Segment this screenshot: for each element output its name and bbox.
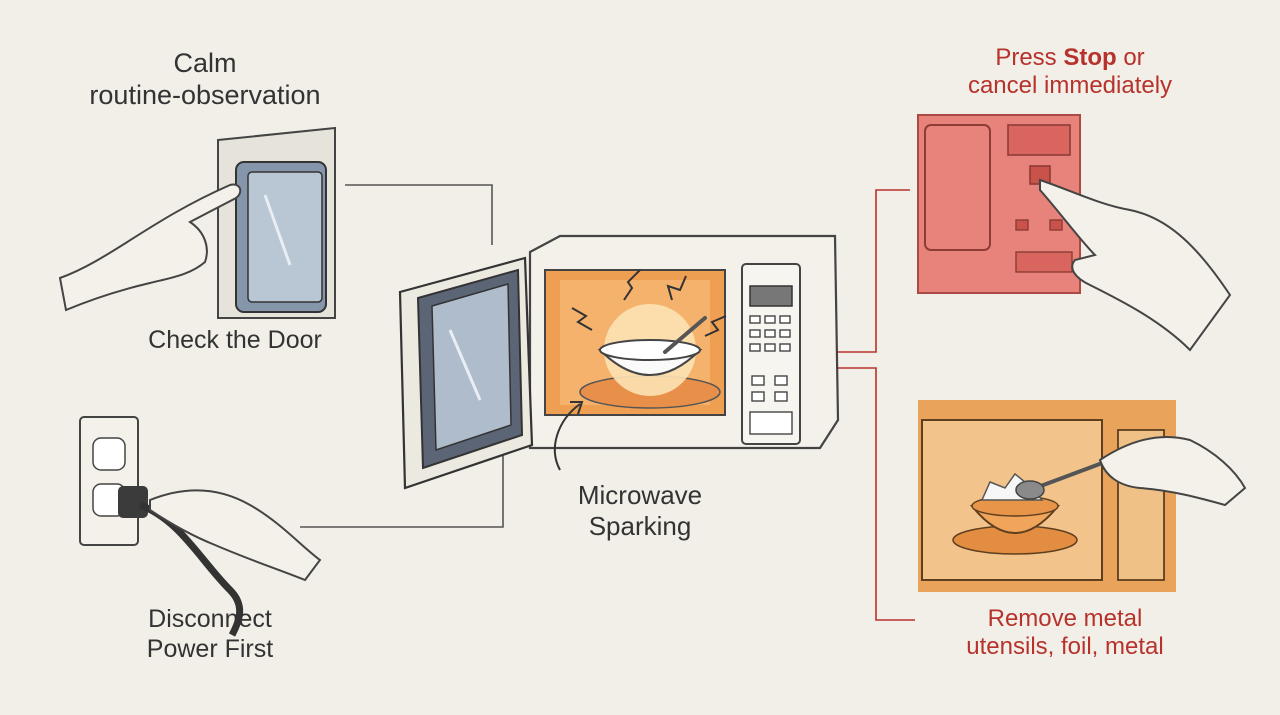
stop-suffix: or xyxy=(1116,44,1145,71)
outlet-plate xyxy=(79,416,139,546)
microwave-sparking-label: Microwave Sparking xyxy=(540,480,740,541)
stop-illustration xyxy=(917,114,1232,352)
calm-line-1: Calm xyxy=(173,48,237,78)
metal-line-1: Remove metal xyxy=(987,605,1143,632)
micro-line-2: Sparking xyxy=(588,510,692,541)
hand-icon-3 xyxy=(1098,436,1247,507)
hand-icon xyxy=(58,183,242,312)
disconnect-power-label: Disconnect Power First xyxy=(110,605,310,664)
calm-observation-label: Calm routine-observation xyxy=(60,48,350,112)
display-screen xyxy=(749,285,793,307)
spoon xyxy=(663,316,707,354)
press-stop-label: Press Stop or cancel immediately xyxy=(920,44,1220,101)
door-check-illustration xyxy=(58,126,336,319)
remove-metal-label: Remove metal utensils, foil, metal xyxy=(915,605,1215,662)
stop-line-2: cancel immediately xyxy=(967,72,1173,100)
spark-icon xyxy=(571,269,727,337)
keypad xyxy=(749,315,793,435)
stop-strong: Stop xyxy=(1063,44,1117,71)
label-pointer xyxy=(553,403,581,471)
connector-power xyxy=(300,455,504,528)
power-line-1: Disconnect xyxy=(148,605,272,633)
hand-icon-2 xyxy=(149,489,322,582)
stop-prefix: Press xyxy=(995,44,1064,71)
power-line-2: Power First xyxy=(146,634,274,663)
pointing-hand-icon xyxy=(1039,178,1232,352)
stop-line-1: Press Stop or xyxy=(920,44,1220,72)
calm-line-2: routine-observation xyxy=(89,79,321,110)
connector-door xyxy=(345,184,493,245)
metal-line-2: utensils, foil, metal xyxy=(966,633,1164,661)
connector-metal xyxy=(818,367,915,621)
metal-illustration xyxy=(918,400,1247,592)
micro-line-1: Microwave xyxy=(577,480,703,510)
power-illustration xyxy=(79,416,322,637)
plug xyxy=(118,486,148,518)
check-door-label: Check the Door xyxy=(148,326,322,354)
central-microwave xyxy=(398,234,840,490)
connector-lines xyxy=(300,184,915,621)
connector-stop xyxy=(818,189,910,353)
